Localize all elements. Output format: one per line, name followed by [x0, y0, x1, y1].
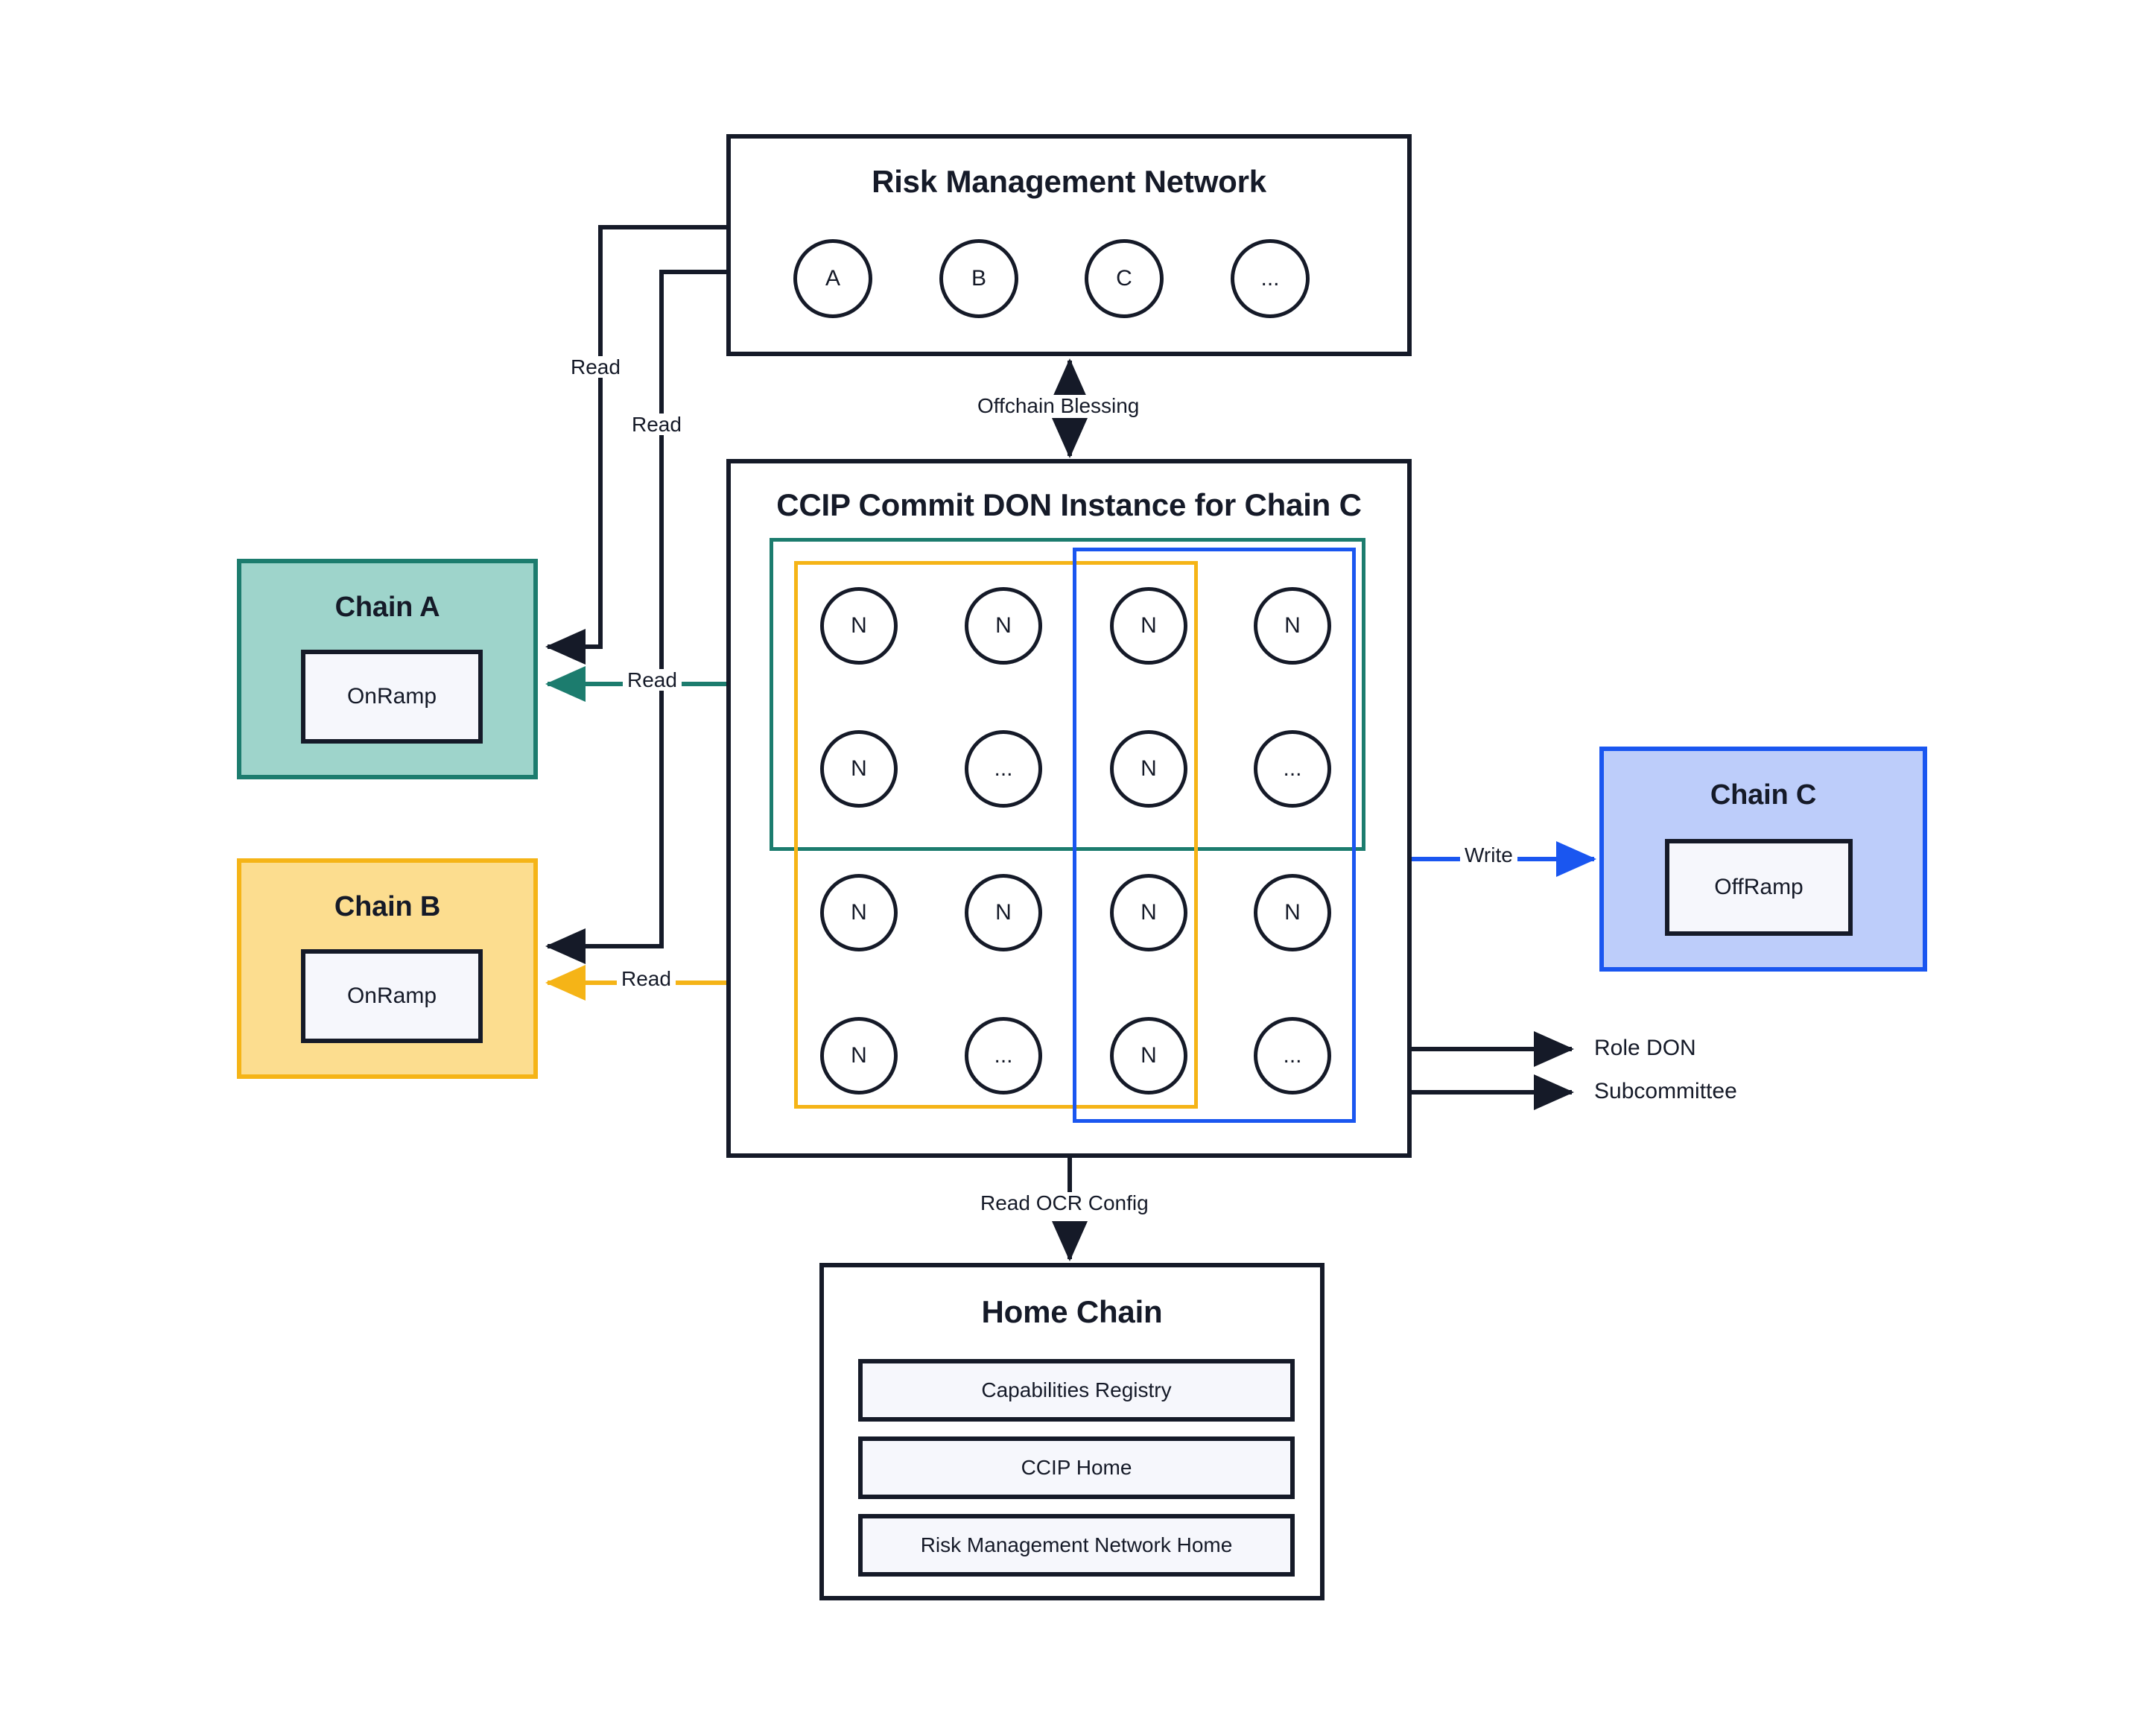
rmn-node-c[interactable]: C [1085, 239, 1164, 318]
don-node-r2c1[interactable]: N [820, 730, 898, 808]
don-node-r1c4-label: N [1284, 613, 1301, 638]
don-node-r4c1[interactable]: N [820, 1017, 898, 1094]
don-node-r2c2[interactable]: ... [965, 730, 1042, 808]
ccip-commit-don-title: CCIP Commit DON Instance for Chain C [776, 487, 1362, 522]
chain-a-box: Chain A OnRamp [237, 559, 538, 779]
don-node-r1c1[interactable]: N [820, 587, 898, 665]
don-node-r1c3-label: N [1141, 613, 1157, 638]
don-node-r3c1[interactable]: N [820, 874, 898, 951]
legend-label-role-don: Role DON [1594, 1036, 1696, 1060]
don-node-r2c2-label: ... [994, 756, 1013, 781]
chain-b-onramp[interactable]: OnRamp [301, 949, 483, 1043]
don-node-r4c1-label: N [851, 1043, 867, 1068]
home-chain-item-2-label: Risk Management Network Home [920, 1533, 1233, 1556]
rmn-node-more[interactable]: ... [1231, 239, 1310, 318]
don-node-r3c2[interactable]: N [965, 874, 1042, 951]
don-node-r3c2-label: N [995, 900, 1012, 925]
edge-label-write-chain-c: Write [1460, 844, 1517, 866]
don-node-r3c3-label: N [1141, 900, 1157, 925]
don-node-r2c4-label: ... [1283, 756, 1302, 781]
home-chain-item-rmn-home[interactable]: Risk Management Network Home [858, 1514, 1295, 1577]
don-node-r1c3[interactable]: N [1110, 587, 1187, 665]
don-group-orange [794, 561, 1198, 1109]
home-chain-title: Home Chain [981, 1294, 1163, 1329]
chain-a-onramp[interactable]: OnRamp [301, 650, 483, 744]
don-node-r4c4-label: ... [1283, 1043, 1302, 1068]
don-node-r4c3-label: N [1141, 1043, 1157, 1068]
don-node-r2c1-label: N [851, 756, 867, 781]
rmn-node-b[interactable]: B [939, 239, 1018, 318]
home-chain-box: Home Chain Capabilities Registry CCIP Ho… [819, 1263, 1325, 1600]
home-chain-item-1-label: CCIP Home [1021, 1456, 1132, 1479]
home-chain-item-ccip-home[interactable]: CCIP Home [858, 1436, 1295, 1499]
chain-c-title: Chain C [1710, 779, 1817, 811]
rmn-node-more-label: ... [1260, 266, 1280, 291]
risk-management-network-box: Risk Management Network A B C ... [726, 134, 1412, 356]
home-chain-item-0-label: Capabilities Registry [981, 1378, 1172, 1401]
don-node-r1c1-label: N [851, 613, 867, 638]
don-node-r4c4[interactable]: ... [1254, 1017, 1331, 1094]
don-node-r3c1-label: N [851, 900, 867, 925]
chain-b-onramp-label: OnRamp [346, 983, 437, 1008]
don-group-blue [1073, 548, 1356, 1123]
rmn-node-b-label: B [971, 266, 986, 291]
rmn-node-a[interactable]: A [793, 239, 872, 318]
don-node-r2c3-label: N [1141, 756, 1157, 781]
don-node-r4c3[interactable]: N [1110, 1017, 1187, 1094]
don-group-green [770, 538, 1365, 851]
chain-a-title: Chain A [334, 592, 440, 623]
chain-c-box: Chain C OffRamp [1599, 747, 1927, 972]
edge-label-read-ocr-config: Read OCR Config [976, 1192, 1153, 1214]
chain-c-offramp[interactable]: OffRamp [1665, 839, 1853, 936]
home-chain-item-capabilities-registry[interactable]: Capabilities Registry [858, 1359, 1295, 1422]
legend-label-subcommittee: Subcommittee [1594, 1079, 1737, 1103]
chain-a-onramp-label: OnRamp [346, 684, 437, 709]
chain-b-box: Chain B OnRamp [237, 858, 538, 1079]
don-node-r4c2[interactable]: ... [965, 1017, 1042, 1094]
rmn-node-a-label: A [825, 266, 840, 291]
don-node-r4c2-label: ... [994, 1043, 1013, 1068]
edge-label-read-rmn-chain-b: Read [627, 414, 686, 435]
chain-c-offramp-label: OffRamp [1714, 875, 1804, 899]
don-node-r3c3[interactable]: N [1110, 874, 1187, 951]
don-node-r2c3[interactable]: N [1110, 730, 1187, 808]
risk-management-network-title: Risk Management Network [872, 164, 1266, 199]
don-node-r3c4-label: N [1284, 900, 1301, 925]
edge-label-offchain-blessing: Offchain Blessing [973, 395, 1144, 416]
don-node-r1c4[interactable]: N [1254, 587, 1331, 665]
don-node-r3c4[interactable]: N [1254, 874, 1331, 951]
edge-label-read-rmn-chain-a: Read [566, 356, 625, 378]
don-node-r1c2[interactable]: N [965, 587, 1042, 665]
don-node-r2c4[interactable]: ... [1254, 730, 1331, 808]
don-node-r1c2-label: N [995, 613, 1012, 638]
rmn-node-c-label: C [1116, 266, 1132, 291]
edge-label-read-don-chain-b: Read [617, 968, 676, 989]
edge-label-read-don-chain-a: Read [623, 669, 682, 691]
chain-b-title: Chain B [334, 891, 441, 922]
connector-rmn-to-chain-a [545, 225, 726, 665]
